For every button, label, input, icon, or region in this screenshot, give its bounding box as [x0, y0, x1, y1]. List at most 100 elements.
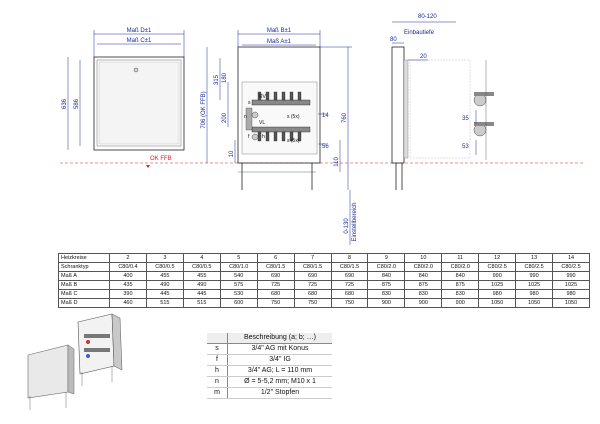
spec-cell: C80/1.5	[293, 262, 332, 272]
spec-cell: 875	[404, 280, 443, 290]
spec-cell: 7	[293, 253, 332, 263]
dim-height-inner: 586	[74, 98, 80, 109]
dim-einbautiefe: Einbautiefe	[404, 30, 435, 36]
spec-cell: 750	[330, 298, 369, 308]
spec-cell: 680	[293, 289, 332, 299]
dim-180: 180	[222, 72, 228, 83]
spec-cell: 690	[293, 271, 332, 281]
legend-key: s	[207, 343, 228, 355]
spec-cell: 515	[145, 298, 184, 308]
legend-text: 3/4" AG; L = 110 mm	[227, 365, 332, 377]
spec-cell: 840	[441, 271, 480, 281]
manifold-return	[251, 99, 311, 106]
spec-cell: 455	[182, 271, 221, 281]
spec-cell: 840	[404, 271, 443, 281]
spec-cell: 990	[515, 271, 554, 281]
spec-cell: 980	[552, 289, 590, 299]
spec-cell: 575	[219, 280, 258, 290]
spec-cell: C80/2.5	[552, 262, 590, 272]
spec-cell: C80/1.0	[219, 262, 258, 272]
spec-cell: 680	[330, 289, 369, 299]
side-view: 80-120 Einbautiefe 80 20 35 53	[390, 14, 494, 190]
label-s: s	[248, 100, 251, 106]
spec-cell: 14	[552, 253, 590, 263]
spec-row-label: Maß B	[58, 280, 110, 290]
spec-cell: 990	[478, 271, 517, 281]
label-s5x-bottom: s (5x)	[287, 138, 300, 144]
spec-cell: 3	[145, 253, 184, 263]
spec-cell: 690	[256, 271, 295, 281]
spec-cell: 400	[109, 271, 147, 281]
spec-cell: 4	[182, 253, 221, 263]
spec-cell: 6	[256, 253, 295, 263]
spec-row-label: Maß A	[58, 271, 110, 281]
dim-110: 110	[334, 157, 340, 167]
manifold-flow	[251, 126, 311, 133]
spec-cell: 490	[182, 280, 221, 290]
dim-10: 10	[229, 150, 235, 157]
spec-cell: 390	[109, 289, 147, 299]
spec-cell: 11	[441, 253, 480, 263]
legend-key: h	[207, 365, 228, 377]
section-cabinet-outer	[237, 46, 321, 164]
spec-cell: 900	[404, 298, 443, 308]
dim-760: 760	[342, 112, 348, 123]
label-f: f	[248, 134, 250, 140]
spec-cell: C80/0.5	[145, 262, 184, 272]
spec-cell: 980	[515, 289, 554, 299]
section-view: Maß B±1 Maß A±1 706 (OK FFB) 315 180 200…	[201, 28, 358, 245]
side-cabinet	[391, 46, 405, 164]
dim-80-120: 80-120	[418, 14, 437, 20]
spec-cell: 750	[256, 298, 295, 308]
spec-row-label: Schranktyp	[58, 262, 110, 272]
dim-315: 315	[214, 74, 220, 85]
spec-cell: 990	[552, 271, 590, 281]
legend-key: m	[207, 387, 228, 399]
legend-text: Ø = 5-5,2 mm; M10 x 1	[227, 376, 332, 388]
spec-cell: 725	[256, 280, 295, 290]
spec-cell: 10	[404, 253, 443, 263]
spec-cell: 1050	[478, 298, 517, 308]
label-vl: VL	[259, 120, 265, 126]
spec-cell: C80/2.5	[515, 262, 554, 272]
spec-cell: 980	[478, 289, 517, 299]
dim-b-label: Maß B±1	[267, 28, 292, 34]
front-cabinet-outer	[93, 56, 185, 151]
spec-cell: 725	[330, 280, 369, 290]
spec-cell: C80/2.0	[367, 262, 406, 272]
dim-53: 53	[462, 144, 469, 150]
spec-cell: 750	[293, 298, 332, 308]
legend-text: 3/4" AG mit Konus	[227, 343, 332, 355]
spec-cell: C80/2.5	[478, 262, 517, 272]
spec-cell: 1025	[552, 280, 590, 290]
spec-cell: 840	[367, 271, 406, 281]
spec-cell: 9	[367, 253, 406, 263]
spec-cell: 725	[293, 280, 332, 290]
spec-cell: 600	[219, 298, 258, 308]
spec-cell: 2	[109, 253, 147, 263]
label-s5x-top: s (5x)	[287, 114, 300, 120]
spec-cell: 540	[219, 271, 258, 281]
spec-cell: 830	[441, 289, 480, 299]
spec-cell: C80/0.4	[109, 262, 147, 272]
floor-marker-icon	[146, 165, 150, 168]
spec-cell: 680	[256, 289, 295, 299]
spec-cell: 875	[441, 280, 480, 290]
dim-20: 20	[420, 54, 427, 60]
spec-cell: 830	[404, 289, 443, 299]
spec-cell: C80/1.5	[330, 262, 369, 272]
dim-d-label: Maß D±1	[127, 28, 152, 34]
spec-cell: 515	[182, 298, 221, 308]
label-h: h	[262, 134, 265, 140]
spec-cell: 12	[478, 253, 517, 263]
spec-cell: 1050	[515, 298, 554, 308]
